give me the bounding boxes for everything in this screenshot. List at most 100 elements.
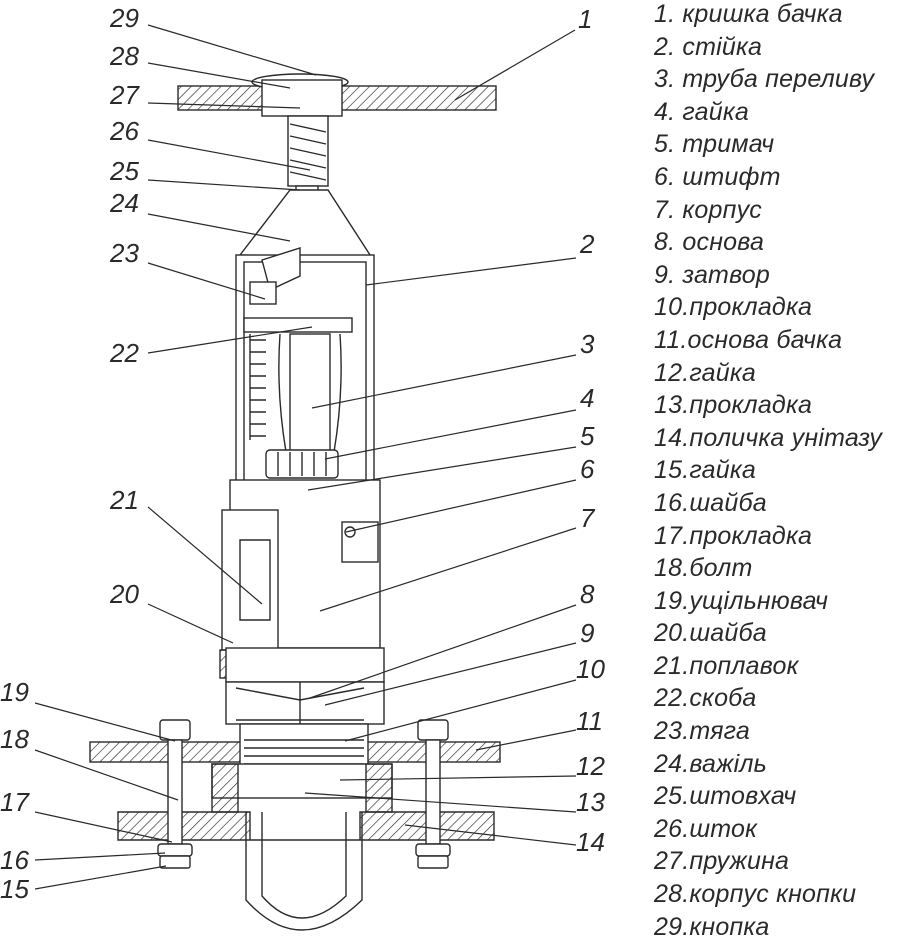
legend-item: 7. корпус: [654, 194, 918, 227]
legend-num: 5.: [654, 130, 683, 159]
legend-num: 29.: [654, 912, 690, 941]
legend-num: 10.: [654, 293, 690, 322]
callout-11: 11: [576, 706, 603, 736]
legend-text: штифт: [682, 162, 781, 191]
legend-text: прокладка: [689, 391, 813, 420]
legend-num: 17.: [654, 521, 690, 550]
legend-text: пружина: [689, 847, 790, 876]
legend-item: 12.гайка: [654, 357, 918, 390]
legend-item: 20.шайба: [654, 617, 918, 650]
legend-text: поплавок: [689, 651, 799, 680]
callout-20: 20: [109, 579, 139, 609]
callout-8: 8: [580, 579, 595, 609]
callout-25: 25: [109, 156, 139, 186]
legend-num: 3.: [654, 65, 683, 94]
legend-item: 9. затвор: [654, 259, 918, 292]
legend-num: 26.: [654, 814, 690, 843]
legend-text: важіль: [689, 749, 767, 778]
legend-text: стійка: [682, 32, 763, 61]
callout-9: 9: [580, 618, 594, 648]
callout-17: 17: [0, 787, 30, 817]
parts-legend: 1. кришка бачка 2. стійка 3. труба перел…: [654, 0, 918, 943]
legend-item: 4. гайка: [654, 96, 918, 129]
callout-13: 13: [576, 787, 605, 817]
legend-item: 21.поплавок: [654, 650, 918, 683]
toilet-shelf: [117, 811, 495, 841]
callout-29: 29: [109, 3, 139, 33]
legend-item: 22.скоба: [654, 682, 918, 715]
legend-item: 23.тяга: [654, 715, 918, 748]
legend-num: 6.: [654, 162, 683, 191]
legend-num: 28.: [654, 880, 690, 909]
legend-text: гайка: [689, 358, 756, 387]
legend-num: 23.: [654, 717, 690, 746]
link-rod: [249, 281, 277, 305]
callout-5: 5: [580, 421, 595, 451]
assembly-drawing: [89, 73, 501, 931]
legend-num: 13.: [654, 391, 690, 420]
legend-num: 9.: [654, 260, 683, 289]
legend-text: поличка унітазу: [689, 423, 883, 452]
callout-15: 15: [0, 874, 29, 904]
leader-lines: [34, 24, 577, 890]
legend-text: скоба: [689, 684, 757, 713]
callout-10: 10: [576, 654, 605, 684]
legend-text: корпус кнопки: [689, 880, 857, 909]
legend-num: 15.: [654, 456, 690, 485]
callout-7: 7: [580, 503, 596, 533]
legend-num: 25.: [654, 782, 690, 811]
legend-text: прокладка: [689, 293, 813, 322]
legend-item: 18.болт: [654, 552, 918, 585]
outlet-pipe: [245, 812, 363, 931]
legend-text: штовхач: [689, 782, 797, 811]
legend-num: 1.: [654, 0, 683, 28]
legend-item: 27.пружина: [654, 845, 918, 878]
legend-text: тяга: [689, 717, 751, 746]
ratchet: [249, 334, 266, 440]
callout-21: 21: [109, 485, 139, 515]
upper-cone: [238, 189, 374, 259]
legend-text: корпус: [682, 195, 762, 224]
legend-item: 3. труба переливу: [654, 63, 918, 96]
legend-item: 16.шайба: [654, 487, 918, 520]
legend-item: 17.прокладка: [654, 520, 918, 553]
callout-1: 1: [578, 4, 592, 34]
callout-26: 26: [109, 116, 139, 146]
legend-num: 18.: [654, 554, 690, 583]
legend-item: 24.важіль: [654, 748, 918, 781]
callout-3: 3: [580, 329, 595, 359]
float: [221, 509, 279, 651]
legend-text: гайка: [682, 97, 749, 126]
callout-18: 18: [0, 724, 29, 754]
callout-14: 14: [576, 827, 605, 857]
legend-num: 21.: [654, 651, 690, 680]
legend-item: 10.прокладка: [654, 291, 918, 324]
legend-text: кнопка: [689, 912, 770, 941]
legend-num: 19.: [654, 586, 690, 615]
callout-24: 24: [109, 188, 139, 218]
legend-item: 11.основа бачка: [654, 324, 918, 357]
legend-text: гайка: [689, 456, 756, 485]
legend-num: 12.: [654, 358, 690, 387]
overflow-pipe: [289, 333, 331, 453]
legend-item: 8. основа: [654, 226, 918, 259]
legend-text: прокладка: [689, 521, 813, 550]
callout-6: 6: [580, 454, 595, 484]
legend-item: 1. кришка бачка: [654, 0, 918, 31]
lever: [261, 247, 301, 291]
callout-numbers: 1 2 3 4 5 6 7 8 9 10 11 12 13 14 15 16 1…: [0, 3, 605, 904]
callout-2: 2: [579, 229, 595, 259]
legend-num: 14.: [654, 423, 690, 452]
legend-text: затвор: [682, 260, 770, 289]
legend-text: шайба: [689, 619, 767, 648]
legend-item: 29.кнопка: [654, 911, 918, 944]
callout-16: 16: [0, 845, 29, 875]
legend-item: 19.ущільнювач: [654, 585, 918, 618]
legend-item: 5. тримач: [654, 128, 918, 161]
legend-text: ущільнювач: [689, 586, 829, 615]
legend-num: 16.: [654, 488, 690, 517]
legend-text: кришка бачка: [682, 0, 843, 28]
legend-num: 27.: [654, 847, 690, 876]
callout-28: 28: [109, 41, 139, 71]
